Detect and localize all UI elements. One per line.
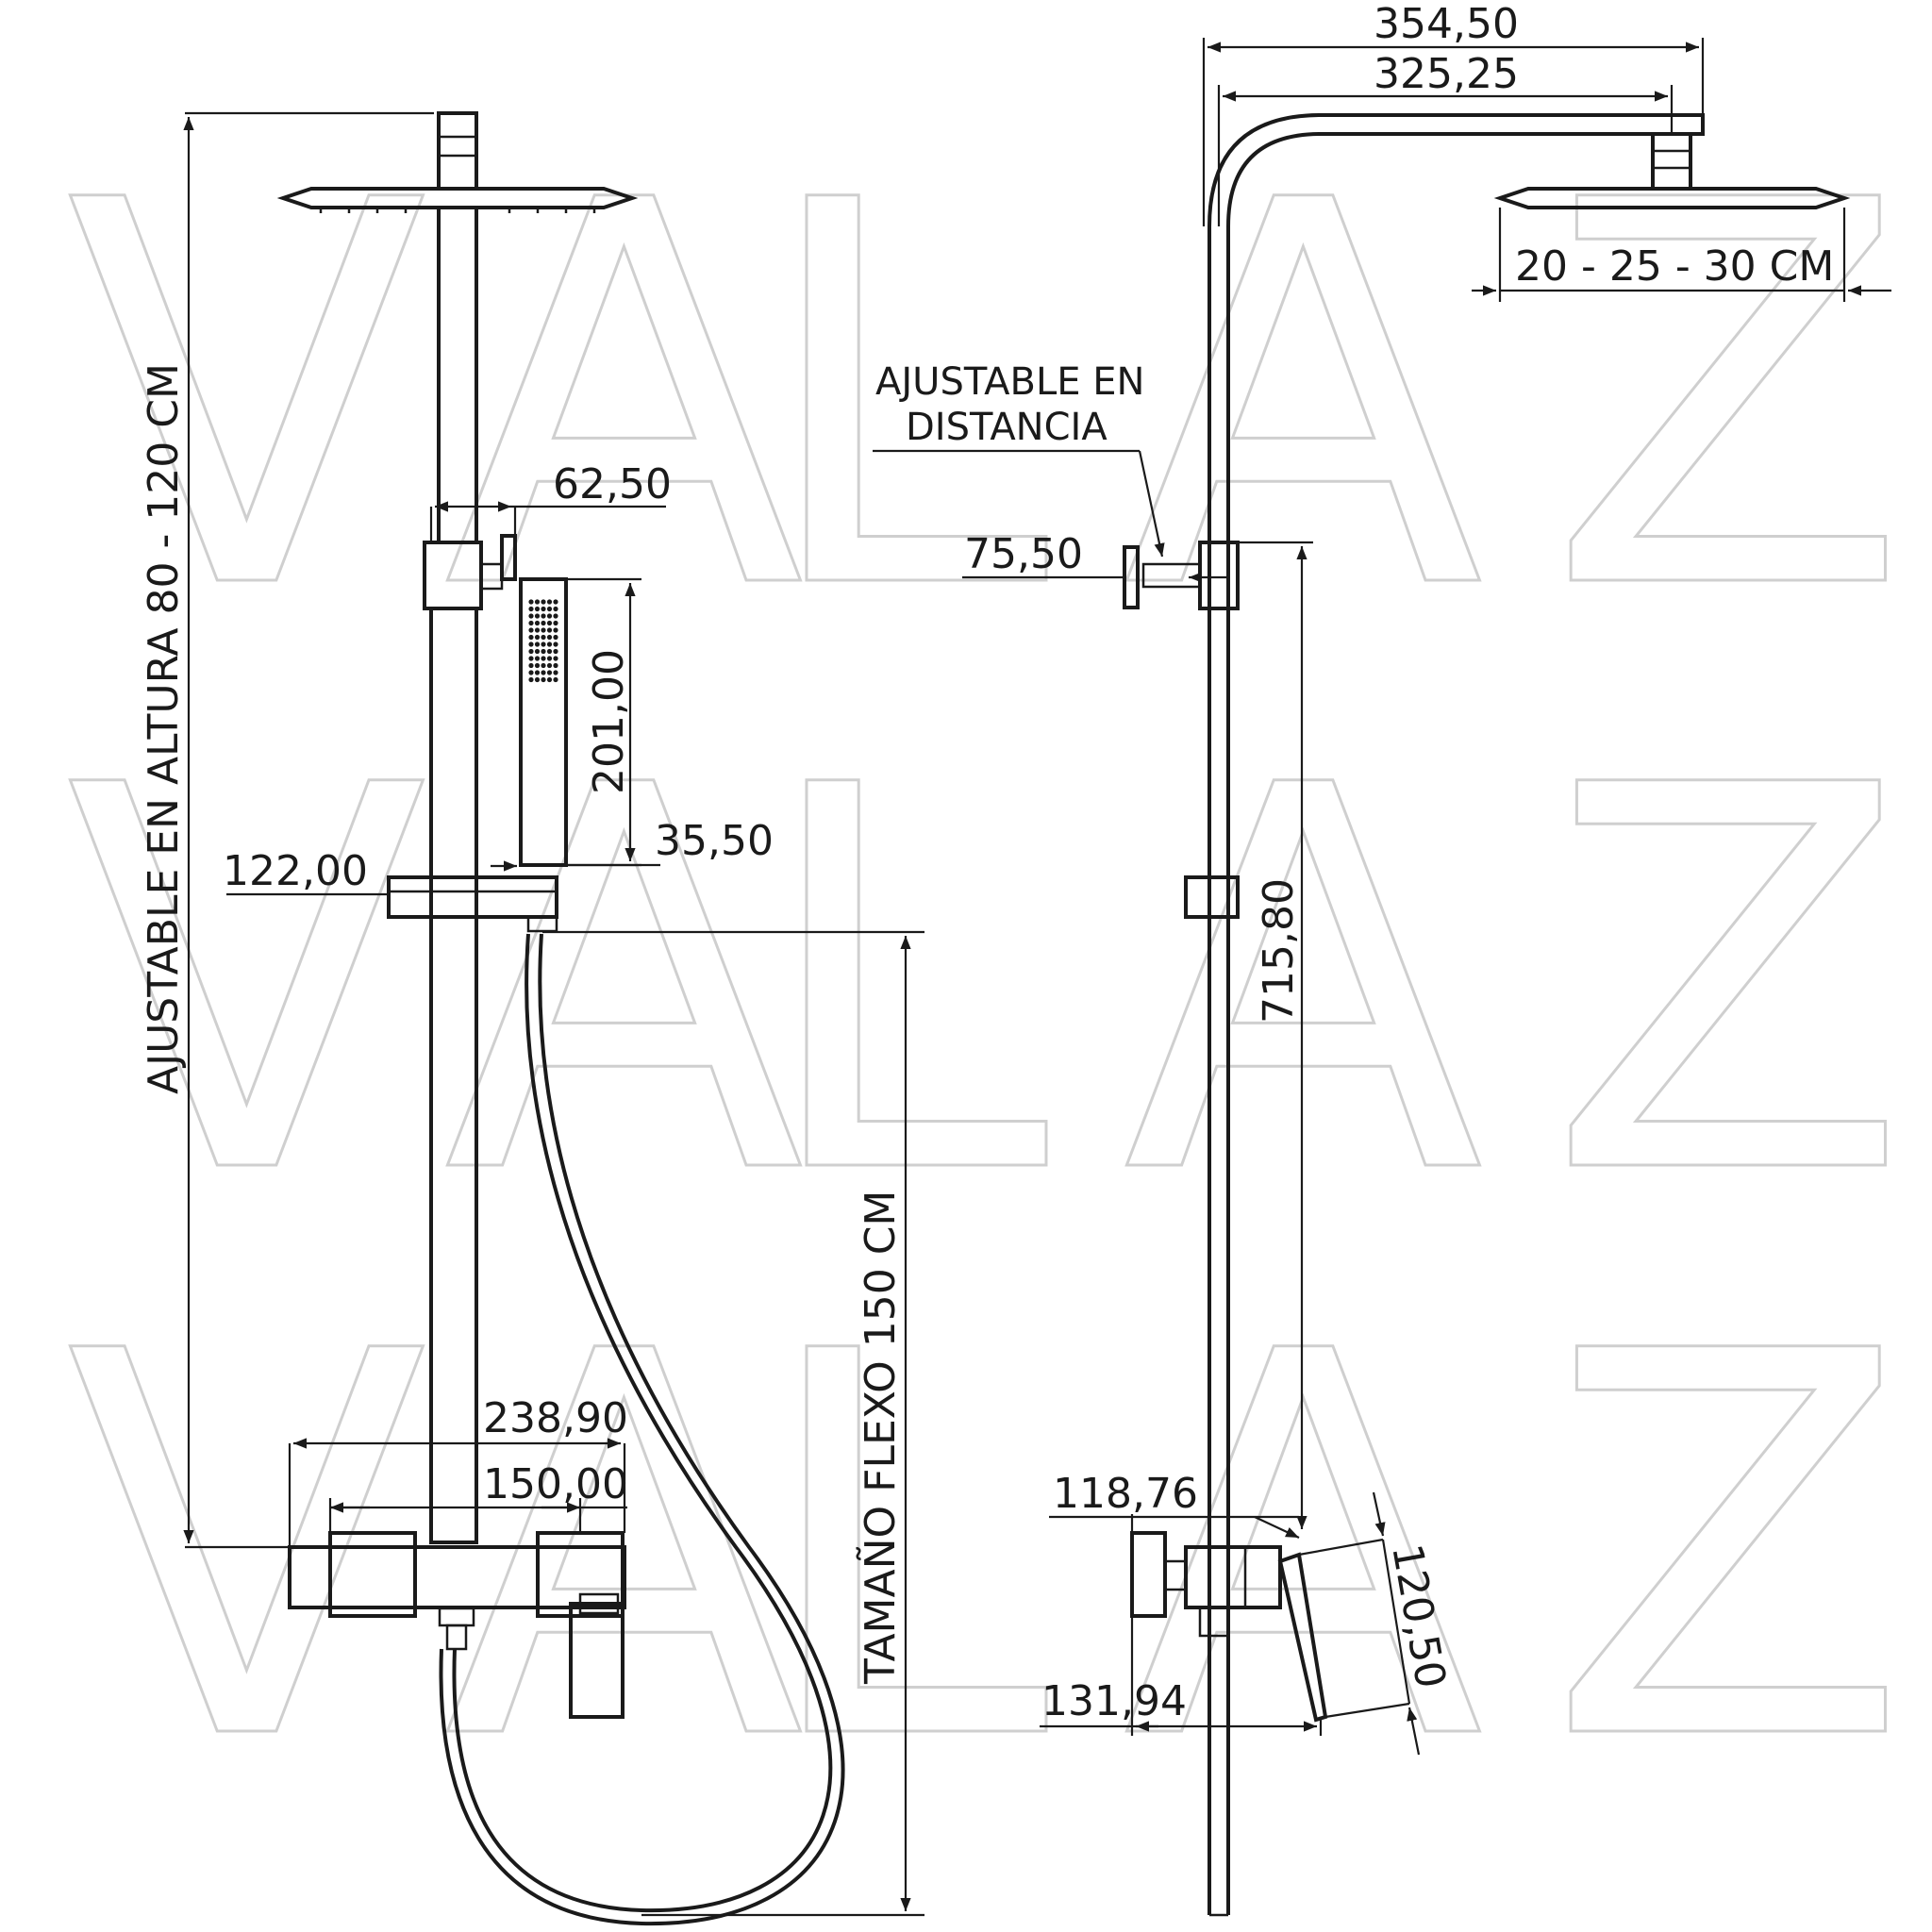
label-325-25: 325,25: [1374, 50, 1519, 98]
nozzle-dot: [534, 641, 541, 647]
label-118-76: 118,76: [1053, 1470, 1198, 1518]
nozzle-dot: [541, 656, 546, 661]
nozzle-dot: [553, 599, 558, 605]
rain-shower-head: [276, 187, 639, 213]
label-35-50: 35,50: [655, 817, 774, 865]
nozzle-dot: [546, 676, 553, 683]
nozzle-dot: [541, 606, 546, 612]
label-354-50: 354,50: [1374, 0, 1519, 48]
watermark-letter: L: [755, 91, 1052, 706]
distance-adjust-label-1: AJUSTABLE EN: [875, 360, 1144, 404]
label-75-50: 75,50: [964, 530, 1083, 578]
nozzle-dot: [553, 662, 558, 669]
nozzle-dot: [541, 620, 546, 626]
hand-shower: [519, 577, 568, 867]
shower-hose: [452, 933, 833, 1913]
head-sizes-label: 20 - 25 - 30 CM: [1515, 242, 1834, 291]
height-adjust-label: AJUSTABLE EN ALTURA 80 - 120 CM: [140, 363, 188, 1094]
nozzle-dot: [534, 620, 541, 626]
nozzle-dot: [553, 627, 558, 633]
nozzle-dot: [528, 634, 534, 641]
watermark-letter: Z: [1547, 675, 1909, 1291]
nozzle-dot: [534, 634, 541, 641]
nozzle-dot: [528, 662, 534, 669]
side-rain-head: [1493, 187, 1851, 209]
nozzle-dot: [528, 648, 534, 655]
nozzle-dot: [553, 648, 558, 655]
nozzle-dot: [528, 599, 534, 605]
watermark-letter: A: [443, 91, 807, 706]
nozzle-dot: [553, 670, 558, 675]
label-238-90: 238,90: [483, 1394, 628, 1442]
nozzle-dot: [534, 648, 541, 655]
nozzle-dot: [528, 641, 534, 647]
label-62-50: 62,50: [553, 460, 672, 508]
nozzle-dot: [546, 634, 553, 641]
nozzle-dot: [528, 676, 534, 683]
nozzle-dot: [534, 662, 541, 669]
watermark-letter: V: [66, 675, 429, 1291]
nozzle-dot: [546, 670, 553, 675]
label-122-00: 122,00: [223, 847, 368, 895]
label-201-00: 201,00: [585, 649, 633, 794]
nozzle-dot: [546, 606, 553, 612]
nozzle-dot: [541, 627, 546, 633]
nozzle-dot: [534, 606, 541, 612]
nozzle-dot: [528, 606, 534, 612]
nozzle-dot: [528, 620, 534, 626]
label-150-00: 150,00: [483, 1460, 628, 1508]
nozzle-dot: [541, 648, 546, 655]
nozzle-dot: [528, 670, 534, 675]
nozzle-dot: [546, 599, 553, 605]
nozzle-dot: [553, 613, 558, 619]
nozzle-dot: [528, 613, 534, 619]
nozzle-dot: [546, 662, 553, 669]
front-view: AJUSTABLE EN ALTURA 80 - 120 CM 62,50 20…: [140, 111, 924, 1926]
side-view: 354,50 325,25 20 - 25 - 30 CM AJUSTABLE …: [873, 0, 1891, 1917]
nozzle-dot: [541, 599, 546, 605]
watermark-letter: Z: [1547, 1241, 1909, 1857]
nozzle-dot: [534, 613, 541, 619]
watermark-letter: A: [1123, 675, 1486, 1291]
clamp-knob: [500, 534, 517, 581]
nozzle-dot: [546, 627, 553, 633]
nozzle-dot: [541, 634, 546, 641]
watermark-letter: Z: [1547, 91, 1909, 706]
nozzle-dot: [553, 634, 558, 641]
nozzle-dot: [553, 606, 558, 612]
watermark-letter: A: [1123, 91, 1486, 706]
nozzle-dot: [541, 613, 546, 619]
nozzle-dot: [541, 662, 546, 669]
nozzle-dot: [553, 656, 558, 661]
nozzle-dot: [534, 670, 541, 675]
nozzle-dot: [528, 656, 534, 661]
distance-adjust-label-2: DISTANCIA: [906, 406, 1108, 449]
nozzle-dot: [553, 620, 558, 626]
hose-size-label: TAMAÑO FLEXO 150 CM: [856, 1191, 905, 1685]
nozzle-dot: [546, 620, 553, 626]
nozzle-dot: [553, 676, 558, 683]
nozzle-dot: [541, 670, 546, 675]
watermark-letter: V: [66, 91, 429, 706]
label-131-94: 131,94: [1041, 1677, 1187, 1725]
nozzle-dot: [546, 656, 553, 661]
nozzle-dot: [528, 627, 534, 633]
nozzle-dot: [541, 641, 546, 647]
nozzle-dot: [541, 676, 546, 683]
nozzle-dot: [546, 641, 553, 647]
nozzle-dot: [534, 599, 541, 605]
nozzle-dot: [546, 648, 553, 655]
nozzle-dot: [546, 613, 553, 619]
nozzle-dot: [534, 627, 541, 633]
mixer-lever: [569, 1602, 625, 1719]
nozzle-dot: [534, 656, 541, 661]
side-middle-clamp: [1184, 875, 1240, 919]
nozzle-dot: [534, 676, 541, 683]
label-715-80: 715,80: [1255, 878, 1303, 1024]
nozzle-dot: [553, 641, 558, 647]
